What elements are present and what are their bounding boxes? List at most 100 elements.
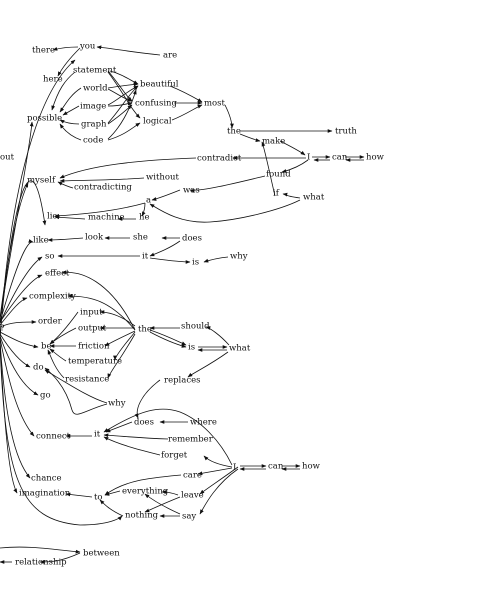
node-I-top: I — [307, 153, 310, 163]
node-relationship: relationship — [15, 558, 67, 568]
node-world: world — [83, 84, 108, 94]
graph-edge — [107, 88, 133, 102]
graph-edge — [99, 499, 124, 517]
node-input: input — [80, 308, 103, 318]
graph-edge — [104, 330, 136, 347]
graph-edge — [239, 133, 261, 143]
node-forget: forget — [161, 451, 188, 461]
graph-edge — [282, 192, 301, 199]
node-myself: myself — [27, 176, 56, 186]
graph-edge — [279, 140, 306, 156]
node-she: she — [133, 233, 148, 243]
graph-edge — [151, 189, 181, 201]
node-go: go — [40, 391, 51, 401]
graph-edge — [0, 59, 76, 341]
graph-edge — [199, 468, 239, 515]
graph-edge — [197, 467, 233, 476]
graph-edge — [107, 333, 136, 379]
graph-edge — [103, 433, 169, 440]
node-complexity: complexity — [29, 292, 76, 302]
graph-edge — [189, 175, 266, 193]
graph-edge — [0, 274, 43, 323]
node-chance: chance — [31, 474, 62, 484]
node-everything: everything — [122, 487, 169, 497]
graph-edge — [59, 157, 197, 179]
node-should: should — [181, 322, 210, 332]
node-replaces: replaces — [164, 376, 200, 386]
node-the-top: the — [227, 127, 241, 137]
graph-edge — [0, 239, 34, 323]
graph-edge — [144, 496, 181, 513]
graph-edge — [47, 349, 65, 379]
node-q: ? — [0, 324, 5, 334]
graph-edge — [281, 159, 309, 173]
node-between: between — [83, 549, 120, 559]
node-it-mid: it — [94, 430, 101, 440]
graph-edge — [59, 119, 80, 125]
graph-edge — [44, 367, 108, 415]
node-is-mid: is — [188, 343, 195, 353]
node-effect: effect — [45, 269, 70, 279]
node-confusing: confusing — [135, 99, 178, 109]
graph-edge — [107, 122, 141, 141]
graph-edge — [107, 89, 137, 140]
node-contradicting: contradicting — [74, 183, 132, 193]
graph-edge — [149, 329, 187, 346]
graph-edge — [0, 333, 31, 368]
graph-edge — [0, 320, 37, 328]
node-the-mid: the — [138, 325, 152, 335]
graph-edge — [67, 294, 136, 331]
graph-edge — [59, 123, 82, 141]
node-imagination: imagination — [19, 489, 71, 499]
graph-edge — [59, 177, 145, 183]
node-make: make — [262, 137, 285, 147]
node-he: he — [139, 213, 150, 223]
graph-edge — [104, 474, 182, 496]
node-found: found — [266, 170, 291, 180]
graph-edge — [134, 379, 161, 419]
node-remember: remember — [168, 435, 214, 445]
node-code: code — [83, 136, 103, 146]
node-logical: logical — [143, 117, 172, 127]
node-most: most — [204, 99, 226, 109]
graph-edge — [51, 71, 76, 111]
graph-edge — [0, 297, 28, 326]
node-resistance: resistance — [65, 375, 109, 385]
node-it-top: it — [142, 252, 149, 262]
graph-edge — [47, 237, 84, 242]
node-look: look — [85, 233, 104, 243]
node-what-top: what — [303, 193, 325, 203]
node-output: output — [78, 324, 107, 334]
graph-edge — [65, 492, 93, 498]
graph-edge — [171, 104, 203, 121]
node-does-mid: does — [134, 418, 154, 428]
node-here: here — [43, 75, 63, 85]
graph-edge — [107, 85, 139, 106]
graph-edge — [144, 493, 181, 515]
node-lie: lie — [47, 212, 57, 222]
node-what-mid: what — [229, 344, 251, 354]
node-be: be — [41, 342, 51, 352]
node-care: care — [183, 471, 202, 481]
node-statement: statement — [73, 66, 117, 76]
graph-edge — [0, 256, 43, 324]
node-where: where — [190, 418, 217, 428]
graph-edge — [224, 104, 234, 129]
node-order: order — [38, 317, 63, 327]
graph-edge — [203, 256, 229, 263]
graph-edge — [161, 490, 179, 496]
graph-edge — [59, 87, 82, 113]
graph-edge — [0, 331, 39, 349]
graph-edges — [0, 45, 365, 564]
node-nothing: nothing — [125, 511, 159, 521]
graph-edge — [49, 327, 77, 345]
node-graph: graph — [81, 120, 107, 130]
node-temperature: temperature — [68, 357, 122, 367]
node-out: out — [0, 153, 15, 163]
node-beautiful: beautiful — [140, 80, 179, 90]
node-say: say — [182, 512, 196, 522]
graph-edge — [187, 351, 229, 378]
graph-edge — [149, 331, 187, 348]
node-connect: connect — [36, 432, 71, 442]
